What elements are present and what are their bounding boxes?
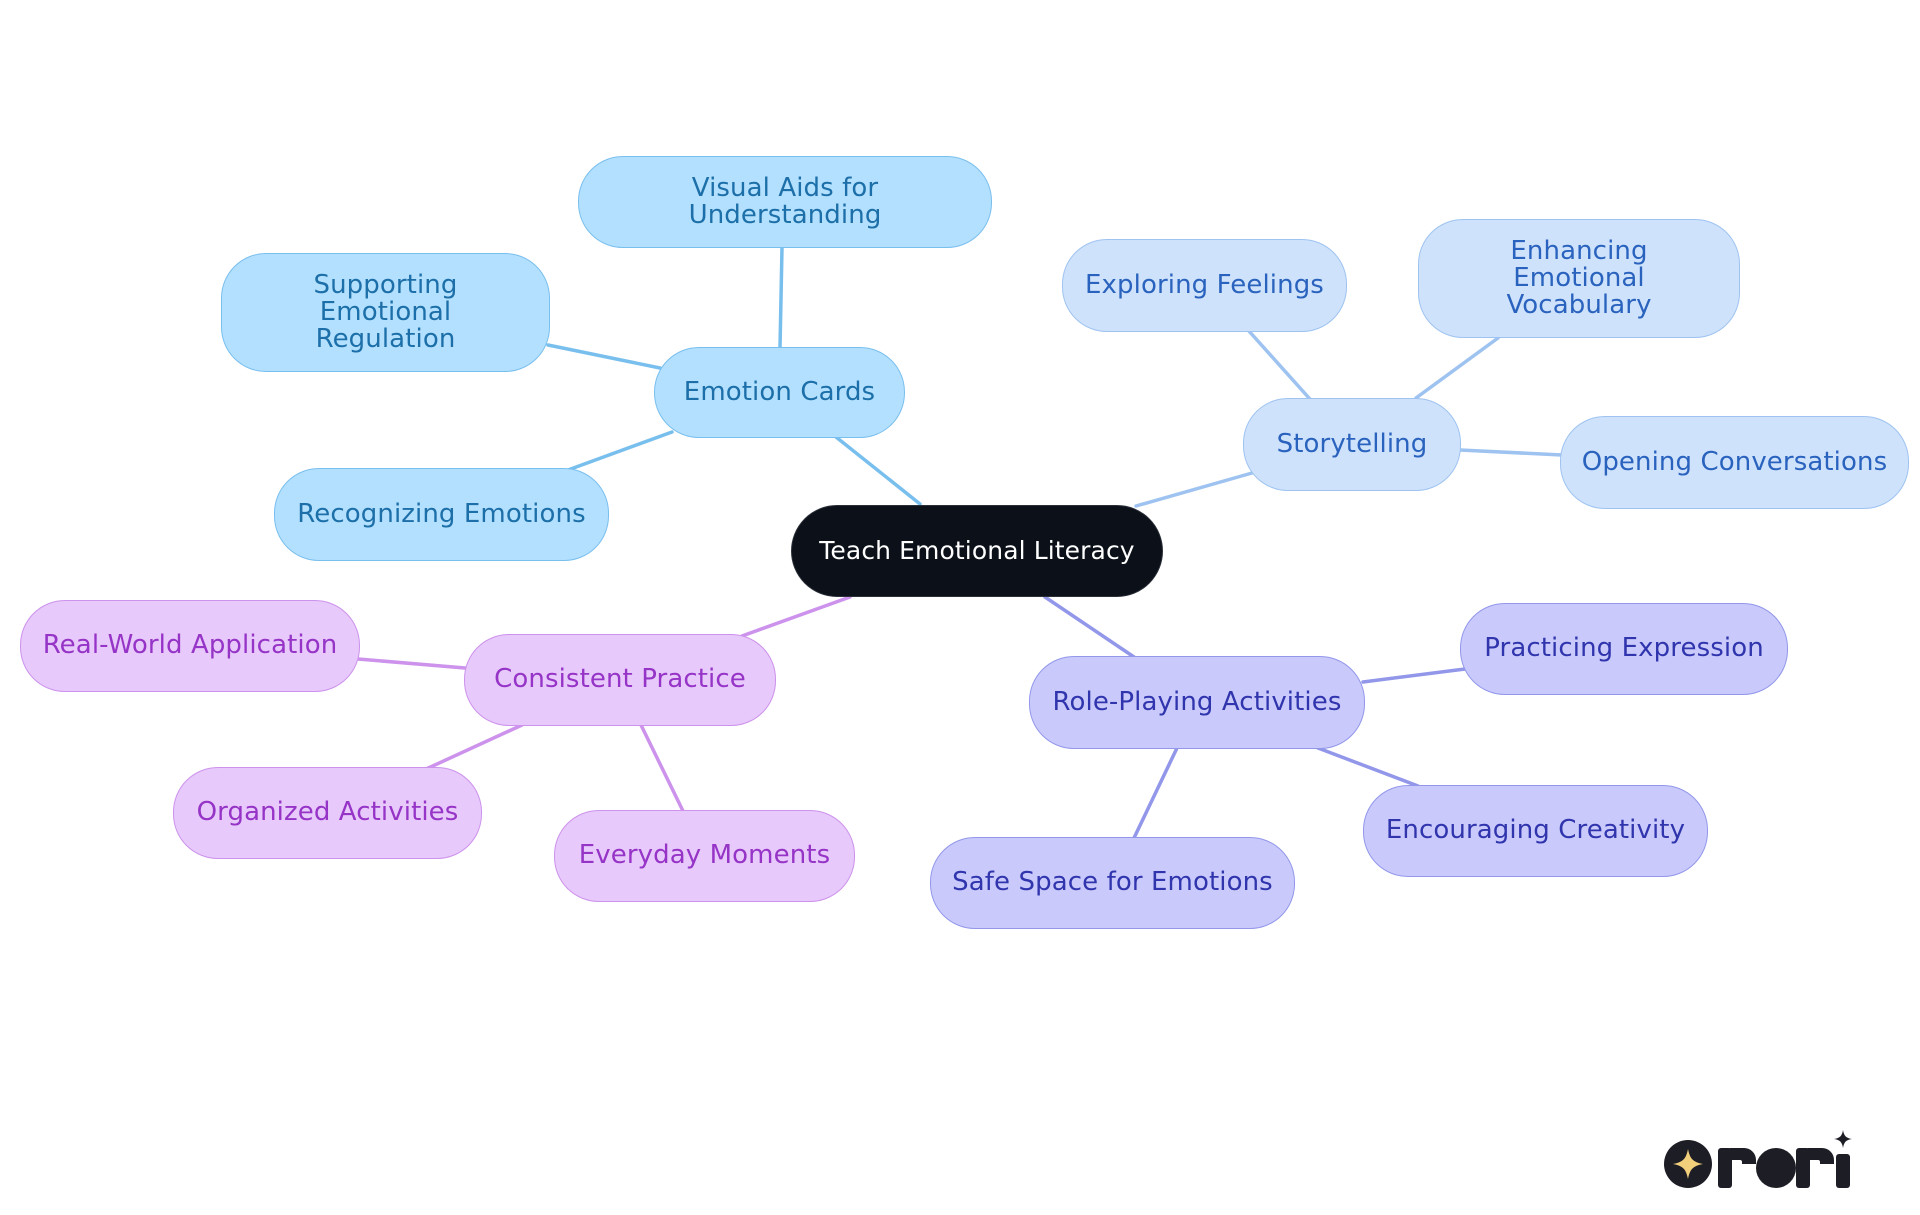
leaf-node-opening-conversations[interactable]: Opening Conversations [1560, 416, 1909, 509]
leaf-node-safe-space-for-emotions[interactable]: Safe Space for Emotions [930, 837, 1295, 929]
edge-central-role-playing [1043, 595, 1136, 659]
branch-node-consistent-practice[interactable]: Consistent Practice [464, 634, 776, 726]
edge-role-playing-encouraging [1316, 746, 1420, 788]
central-node[interactable]: Teach Emotional Literacy [791, 505, 1163, 597]
rori-logo [1660, 1128, 1860, 1198]
edge-central-emotion-cards [834, 435, 922, 506]
edge-storytelling-enhancing [1414, 336, 1500, 400]
leaf-node-exploring-feelings[interactable]: Exploring Feelings [1062, 239, 1347, 332]
leaf-node-practicing-expression[interactable]: Practicing Expression [1460, 603, 1788, 695]
leaf-node-enhancing-emotional-vocabulary[interactable]: Enhancing Emotional Vocabulary [1418, 219, 1740, 338]
sparkle-icon [1673, 1149, 1703, 1179]
edge-role-playing-practicing [1361, 667, 1467, 684]
edge-emotion-cards-supporting [546, 343, 662, 370]
leaf-node-everyday-moments[interactable]: Everyday Moments [554, 810, 855, 902]
leaf-node-visual-aids[interactable]: Visual Aids for Understanding [578, 156, 992, 248]
edge-emotion-cards-recognizing [566, 430, 674, 472]
branch-node-role-playing-activities[interactable]: Role-Playing Activities [1029, 656, 1365, 749]
edge-storytelling-exploring [1246, 328, 1311, 400]
leaf-node-supporting-emotional-regulation[interactable]: Supporting Emotional Regulation [221, 253, 550, 372]
edge-practice-everyday [639, 723, 685, 813]
edge-role-playing-safe-space [1132, 746, 1179, 840]
edge-storytelling-opening [1458, 448, 1564, 457]
branch-node-emotion-cards[interactable]: Emotion Cards [654, 347, 905, 438]
edge-practice-real-world [356, 657, 467, 670]
edge-central-storytelling [1134, 471, 1254, 508]
leaf-node-organized-activities[interactable]: Organized Activities [173, 767, 482, 859]
leaf-node-recognizing-emotions[interactable]: Recognizing Emotions [274, 468, 609, 561]
rori-logo-mark [1664, 1130, 1852, 1188]
edge-emotion-cards-visual-aids [778, 246, 784, 350]
branch-node-storytelling[interactable]: Storytelling [1243, 398, 1461, 491]
edge-central-consistent-practice [740, 595, 852, 638]
leaf-node-encouraging-creativity[interactable]: Encouraging Creativity [1363, 785, 1708, 877]
leaf-node-real-world-application[interactable]: Real-World Application [20, 600, 360, 692]
edge-practice-organized [422, 723, 524, 772]
